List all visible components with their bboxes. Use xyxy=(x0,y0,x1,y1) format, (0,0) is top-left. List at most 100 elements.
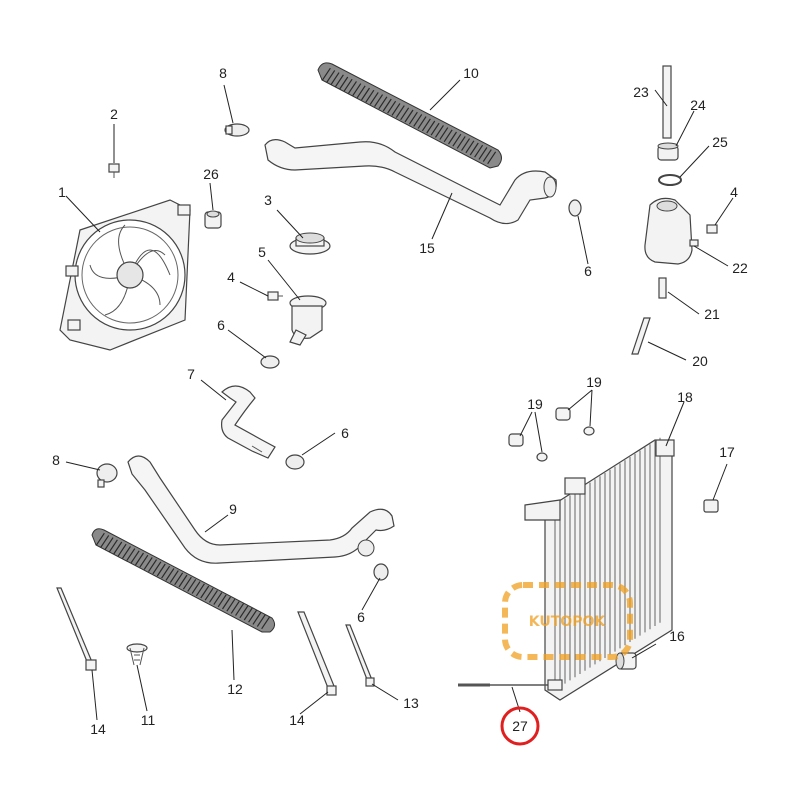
sleeve-rib xyxy=(343,78,353,92)
sleeve-rib xyxy=(352,83,362,96)
sleeve-rib xyxy=(165,568,175,581)
sleeve-rib xyxy=(230,601,240,614)
sleeve-rib xyxy=(361,87,370,101)
sleeve-rib xyxy=(365,89,375,103)
sleeve-rib xyxy=(456,136,466,149)
clamp-8-top xyxy=(224,123,250,137)
callout-18: 18 xyxy=(677,389,693,405)
sleeve-rib xyxy=(395,105,405,118)
sleeve-rib xyxy=(387,100,397,114)
sleeve-rib xyxy=(156,563,166,577)
watermark-text: KUTOPOK xyxy=(529,614,607,630)
callout-3: 3 xyxy=(264,192,272,208)
callout-14-right: 14 xyxy=(289,712,305,728)
callout-20: 20 xyxy=(692,353,708,369)
cable-tie-14-left xyxy=(56,587,97,671)
sleeve-rib xyxy=(487,151,497,165)
callout-6-d: 6 xyxy=(357,609,365,625)
callout-12: 12 xyxy=(227,681,243,697)
sleeve-rib xyxy=(248,609,258,623)
callout-10: 10 xyxy=(463,65,479,81)
push-rivet-11 xyxy=(126,643,148,666)
sleeve-rib xyxy=(143,557,153,570)
sleeve-rib xyxy=(421,118,431,132)
callout-4-right: 4 xyxy=(730,184,738,200)
sleeve-rib xyxy=(413,114,423,127)
callout-22: 22 xyxy=(732,260,748,276)
sleeve-rib xyxy=(478,147,488,160)
sleeve-rib xyxy=(104,537,114,550)
callout-14-left: 14 xyxy=(90,721,106,737)
elbow-hose-7 xyxy=(221,385,276,459)
sleeve-rib xyxy=(226,598,236,612)
sleeve-rib xyxy=(417,116,427,129)
sleeve-rib xyxy=(426,120,436,134)
sleeve-rib xyxy=(187,579,197,592)
sleeve-rib xyxy=(391,103,401,116)
sleeve-rib xyxy=(448,131,457,145)
formed-hose-15 xyxy=(264,139,557,225)
callout-26: 26 xyxy=(203,166,219,182)
sleeve-rib xyxy=(452,133,462,147)
callout-24: 24 xyxy=(690,97,706,113)
sleeve-rib xyxy=(369,92,379,105)
sleeve-rib xyxy=(121,546,131,559)
sleeve-rib xyxy=(195,583,205,597)
sleeve-rib xyxy=(213,592,223,605)
callout-1: 1 xyxy=(58,184,66,200)
callout-labels: 1 2 3 4 4 5 6 6 6 6 7 8 8 9 10 11 12 13 … xyxy=(52,65,748,746)
temperature-sensor-27 xyxy=(458,679,563,691)
sleeve-rib xyxy=(130,550,140,564)
sleeve-rib xyxy=(400,107,410,121)
sleeve-rib xyxy=(174,572,184,586)
sleeve-rib xyxy=(404,109,414,123)
ribbed-sleeve-10 xyxy=(317,62,502,169)
clamp-6-c xyxy=(568,199,582,217)
sleeve-rib xyxy=(461,138,471,151)
callout-9: 9 xyxy=(229,501,237,517)
sleeve-rib xyxy=(135,552,144,566)
sleeve-rib xyxy=(152,561,162,575)
sleeve-rib xyxy=(330,72,340,85)
sleeve-rib xyxy=(321,67,331,81)
clamp-6-b xyxy=(285,454,305,470)
vent-tube-23 xyxy=(662,65,672,139)
bolt-4-right xyxy=(706,224,718,234)
sleeve-rib xyxy=(256,614,266,627)
callout-23: 23 xyxy=(633,84,649,100)
callout-6-b: 6 xyxy=(341,425,349,441)
sleeve-rib xyxy=(378,96,388,110)
callout-21: 21 xyxy=(704,306,720,322)
highlight-circle-27 xyxy=(500,706,540,746)
sleeve-rib xyxy=(100,535,110,548)
callout-16: 16 xyxy=(669,628,685,644)
callout-8-mid: 8 xyxy=(52,452,60,468)
sleeve-rib xyxy=(252,612,262,625)
sleeve-rib xyxy=(217,594,227,608)
callout-27[interactable]: 27 xyxy=(512,718,528,734)
callout-15: 15 xyxy=(419,240,435,256)
sleeve-rib xyxy=(434,125,444,138)
callout-17: 17 xyxy=(719,444,735,460)
sleeve-rib xyxy=(126,548,136,561)
sleeve-rib xyxy=(178,574,188,588)
sleeve-rib xyxy=(243,607,253,621)
sleeve-rib xyxy=(191,581,201,594)
callout-2: 2 xyxy=(110,106,118,122)
clamp-6-a xyxy=(260,355,280,369)
sleeve-rib xyxy=(443,129,453,143)
sleeve-rib xyxy=(482,149,492,162)
radiator-18 xyxy=(524,437,675,701)
sleeve-rib xyxy=(465,140,475,154)
sleeve-rib xyxy=(469,142,479,156)
callout-19-a: 19 xyxy=(527,396,543,412)
sleeve-rib xyxy=(208,590,218,603)
grommet-26 xyxy=(204,210,222,229)
sleeve-rib xyxy=(356,85,366,99)
sleeve-rib xyxy=(239,605,249,619)
callout-6-c: 6 xyxy=(584,263,592,279)
sleeve-rib xyxy=(430,122,440,136)
callout-8-top: 8 xyxy=(219,65,227,81)
